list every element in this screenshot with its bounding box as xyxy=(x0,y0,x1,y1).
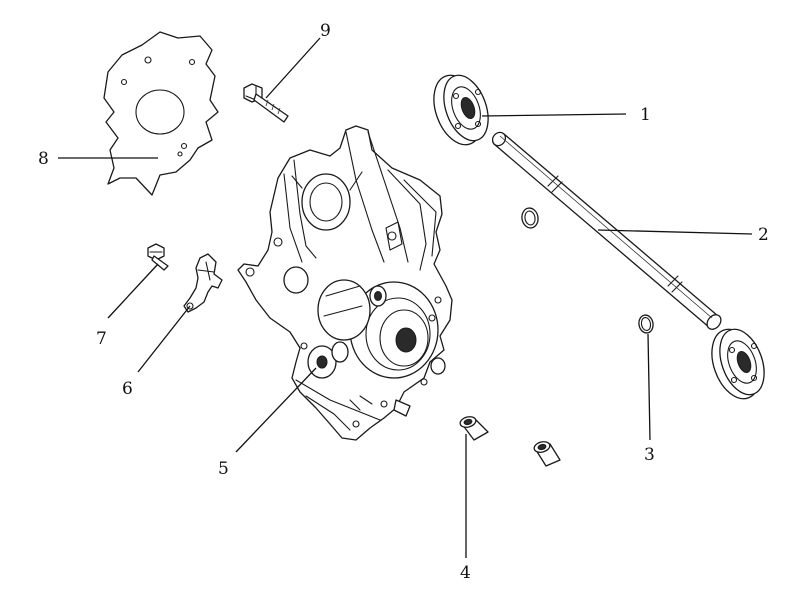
callout-9: 9 xyxy=(320,21,331,41)
bearing-part-1 xyxy=(433,74,489,146)
bolt-part-9 xyxy=(243,83,289,123)
callout-3: 3 xyxy=(644,445,655,465)
callout-6: 6 xyxy=(122,379,133,399)
leader-line-6 xyxy=(137,305,191,373)
callout-2: 2 xyxy=(758,225,769,245)
dowel-pin-part-4 xyxy=(459,416,561,467)
leader-line-5 xyxy=(235,367,317,453)
leader-line-7 xyxy=(107,263,159,319)
gasket-plate-part-8 xyxy=(103,31,219,196)
crankcase-housing xyxy=(237,125,453,441)
callout-8: 8 xyxy=(38,149,49,169)
callout-7: 7 xyxy=(96,329,107,349)
fork-lever-part-6 xyxy=(183,253,223,313)
leader-line-9 xyxy=(265,37,321,99)
callout-1: 1 xyxy=(640,105,651,125)
callout-labels: 1 2 3 4 5 6 7 8 9 xyxy=(38,21,769,583)
callout-4: 4 xyxy=(460,563,471,583)
circlip-part-3 xyxy=(521,207,654,334)
leader-line-3 xyxy=(647,333,651,441)
small-bolt-part-7 xyxy=(147,243,169,271)
leader-lines xyxy=(58,37,753,558)
shaft-part-2 xyxy=(491,131,722,330)
bearing-lower xyxy=(711,328,765,400)
leader-line-1 xyxy=(481,113,627,117)
callout-5: 5 xyxy=(218,459,229,479)
leader-line-2 xyxy=(597,229,753,235)
